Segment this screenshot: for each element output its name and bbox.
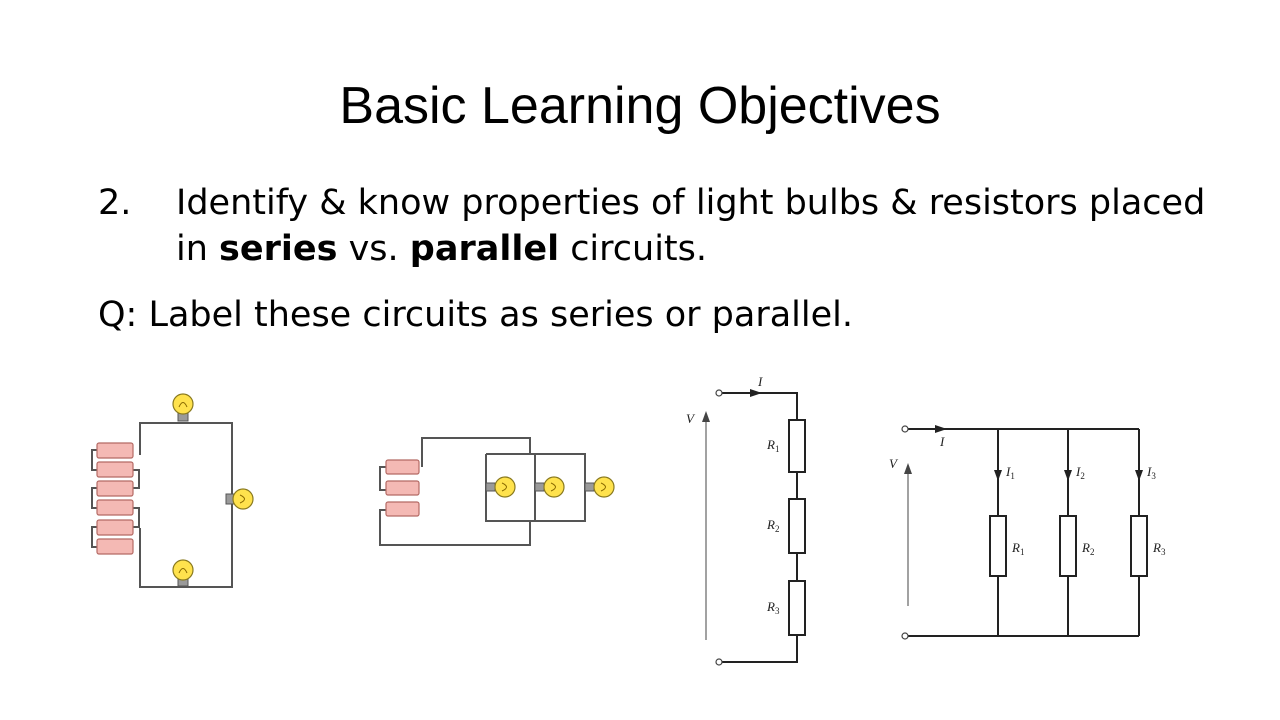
resistor-label-r1: R1 [1011, 540, 1024, 557]
current-label: I [939, 434, 945, 449]
slide-title: Basic Learning Objectives [339, 77, 941, 135]
bulb-icon [584, 476, 615, 498]
resistor-pink [96, 499, 134, 516]
resistor-pink [96, 461, 134, 478]
resistor-pink [96, 538, 134, 555]
keyword-parallel: parallel [409, 229, 560, 269]
circuit-1-pictorial [91, 393, 254, 588]
current-arrow-icon [750, 389, 762, 397]
branch-current-arrow-icon [994, 470, 1002, 481]
resistor-r2 [1059, 515, 1077, 577]
bulb-icon [534, 476, 565, 498]
objective-item: 2. Identify & know properties of light b… [98, 180, 1218, 272]
resistor-stack-left-links [91, 449, 97, 548]
bulb-icon [485, 476, 516, 498]
terminal-node [715, 658, 723, 666]
resistor-label-r1: R1 [766, 437, 779, 454]
resistor-r3 [1130, 515, 1148, 577]
resistor-stack [96, 442, 134, 555]
objective-text-part3: circuits. [559, 229, 708, 269]
branch-current-arrow-icon [1064, 470, 1072, 481]
objective-text-part1: Identify & know properties of light bulb… [176, 183, 1206, 269]
resistor-stack [385, 459, 420, 517]
objective-text: Identify & know properties of light bulb… [176, 180, 1218, 272]
terminal-node [901, 425, 909, 433]
branch-current-label-i3: I3 [1146, 464, 1156, 481]
resistor-r3 [788, 580, 806, 636]
resistor-stack-right-links [133, 469, 140, 528]
resistor-label-r2: R2 [1081, 540, 1094, 557]
resistor-r1 [989, 515, 1007, 577]
resistor-r1 [788, 419, 806, 473]
question-text: Q: Label these circuits as series or par… [98, 295, 854, 335]
resistor-pink [385, 459, 420, 475]
resistor-r2 [788, 498, 806, 554]
bulb-icon [172, 559, 194, 587]
resistor-pink [385, 480, 420, 496]
bulb-icon [225, 488, 254, 510]
circuit-3-series-schematic: I V R1 R2 R3 [686, 374, 806, 666]
objective-text-part2: vs. [337, 229, 410, 269]
branch-current-label-i2: I2 [1075, 464, 1085, 481]
current-arrow-icon [935, 425, 947, 433]
terminal-node [901, 632, 909, 640]
resistor-label-r2: R2 [766, 517, 779, 534]
resistor-label-r3: R3 [766, 599, 780, 616]
resistor-label-r3: R3 [1152, 540, 1166, 557]
circuit-4-parallel-schematic: I V I1 I2 I3 R1 R2 R3 [889, 425, 1166, 640]
branch-current-arrow-icon [1135, 470, 1143, 481]
voltage-arrow-icon [904, 463, 912, 474]
terminal-node [715, 389, 723, 397]
circuit-2-pictorial [379, 437, 615, 546]
resistor-pink [385, 501, 420, 517]
voltage-label: V [889, 456, 899, 471]
resistor-pink [96, 442, 134, 459]
voltage-arrow-icon [702, 411, 710, 422]
circuit-3-wire [722, 392, 798, 663]
current-label: I [757, 374, 763, 389]
circuit-4-wire [908, 428, 1140, 637]
objective-number: 2. [98, 183, 132, 223]
keyword-series: series [219, 229, 338, 269]
bulb-icon [172, 393, 194, 422]
resistor-pink [96, 519, 134, 536]
branch-current-label-i1: I1 [1005, 464, 1015, 481]
resistor-pink [96, 480, 134, 497]
voltage-label: V [686, 411, 696, 426]
